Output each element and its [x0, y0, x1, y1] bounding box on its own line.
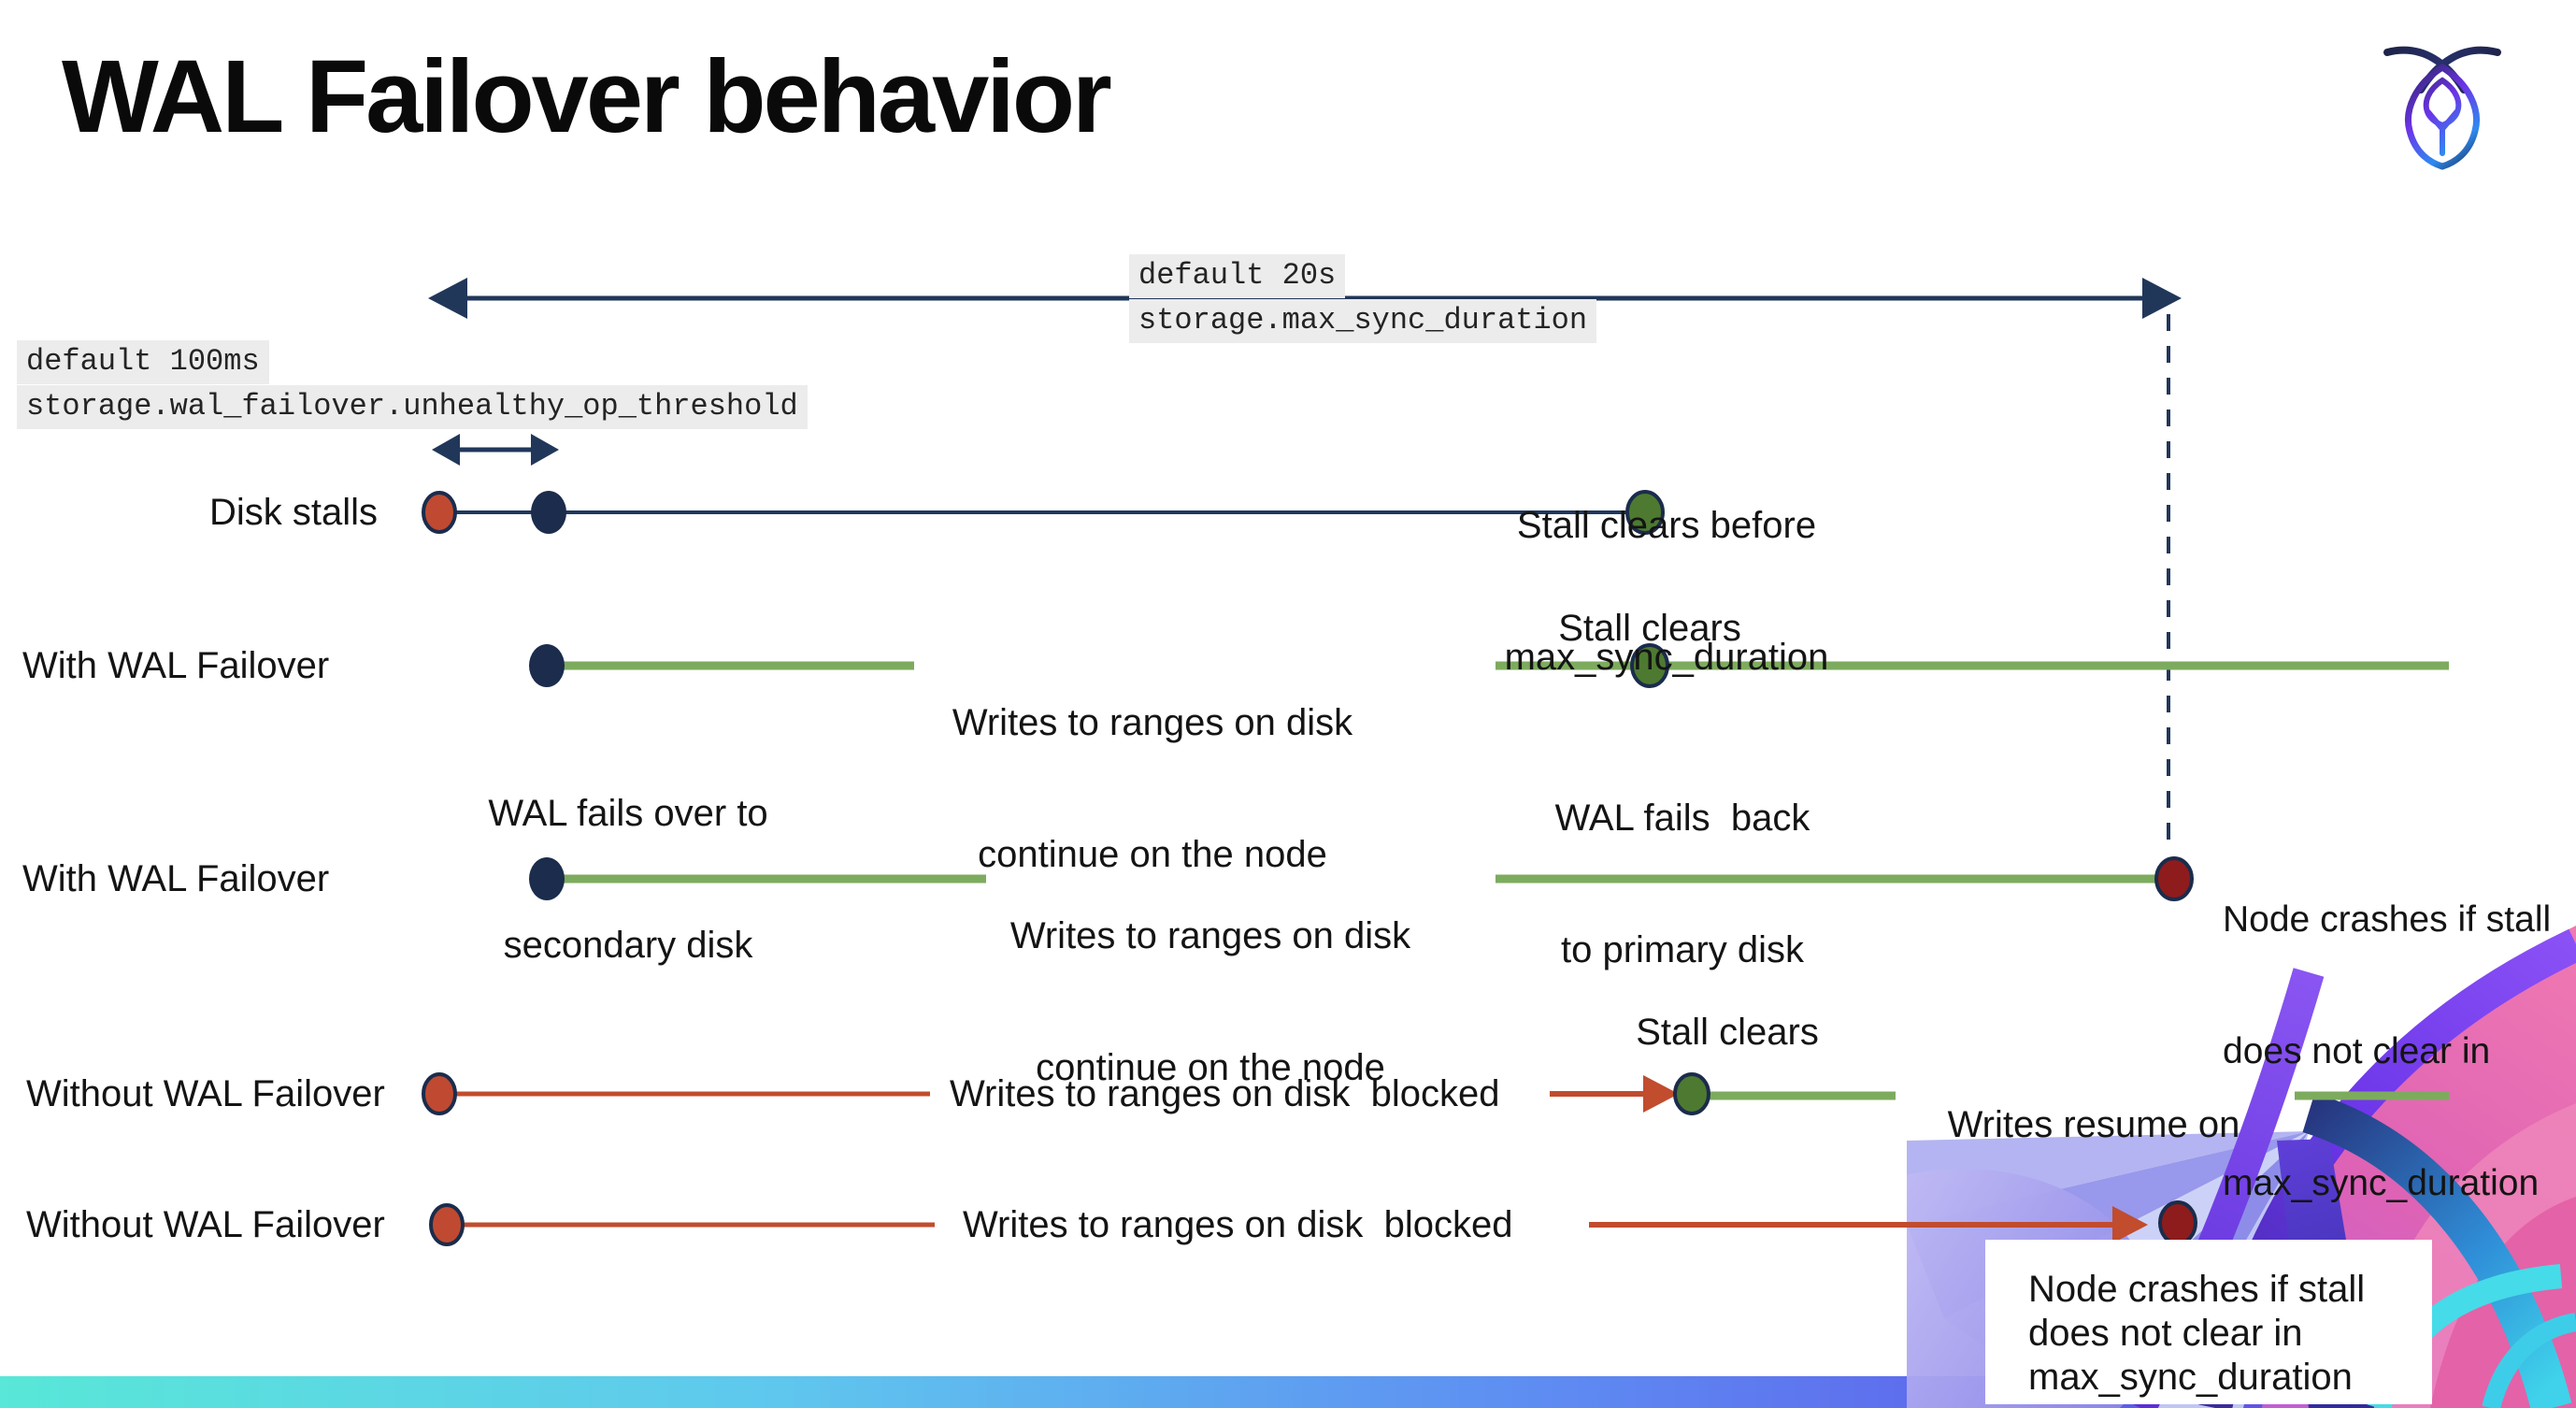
wal-fails-over-annotation: WAL fails over to secondary disk: [488, 793, 768, 966]
unhealthy-op-default: default 100ms: [17, 340, 269, 384]
max-sync-default: default 20s: [1129, 254, 1346, 298]
failover-trigger-dot: [531, 491, 566, 534]
row-disk-stalls: [422, 490, 1665, 535]
disk-stall-dot: [422, 491, 457, 534]
unhealthy-op-threshold-label: default 100ms storage.wal_failover.unhea…: [17, 340, 808, 430]
stall-clears-annotation-2: Stall clears: [1636, 1012, 1819, 1053]
row-label-without-failover-2: Without WAL Failover: [26, 1204, 385, 1245]
node-crashes-annotation: Node crashes if stall does not clear in …: [2223, 899, 2552, 1203]
writes-blocked-annotation-2: Writes to ranges on disk blocked: [963, 1204, 1513, 1245]
unhealthy-op-threshold-arrow: [432, 434, 559, 466]
wal-fails-back-annotation: WAL fails back to primary disk: [1554, 797, 1810, 970]
max-sync-setting: storage.max_sync_duration: [1129, 299, 1597, 343]
page-title: WAL Failover behavior: [62, 39, 1112, 154]
failover-dot: [529, 644, 565, 687]
stall-clear-dot: [1673, 1072, 1710, 1115]
row-with-failover-1: [529, 643, 2449, 688]
node-crash-dot: [2154, 856, 2194, 901]
row-label-disk-stalls: Disk stalls: [209, 492, 379, 533]
writes-continue-annotation-1: Writes to ranges on disk continue on the…: [952, 702, 1353, 875]
node-crashes-note-box: Node crashes if stall does not clear in …: [1985, 1240, 2432, 1404]
writes-blocked-annotation-1: Writes to ranges on disk blocked: [950, 1073, 1500, 1114]
disk-stall-dot: [429, 1203, 465, 1246]
row-label-with-failover-1: With WAL Failover: [22, 645, 330, 686]
writes-continue-annotation-2: Writes to ranges on disk continue on the…: [1009, 915, 1411, 1088]
max-sync-duration-label: default 20s storage.max_sync_duration: [1129, 254, 1597, 344]
stall-clears-annotation-1: Stall clears: [1558, 608, 1741, 649]
logo-strokes: [2383, 46, 2501, 170]
art-cyan-leg-2: [2482, 1313, 2576, 1408]
disk-stall-dot: [422, 1072, 457, 1115]
row-label-without-failover-1: Without WAL Failover: [26, 1073, 385, 1114]
row-label-with-failover-2: With WAL Failover: [22, 858, 330, 899]
cockroachdb-logo-icon: [2383, 46, 2501, 170]
unhealthy-op-setting: storage.wal_failover.unhealthy_op_thresh…: [17, 385, 808, 429]
